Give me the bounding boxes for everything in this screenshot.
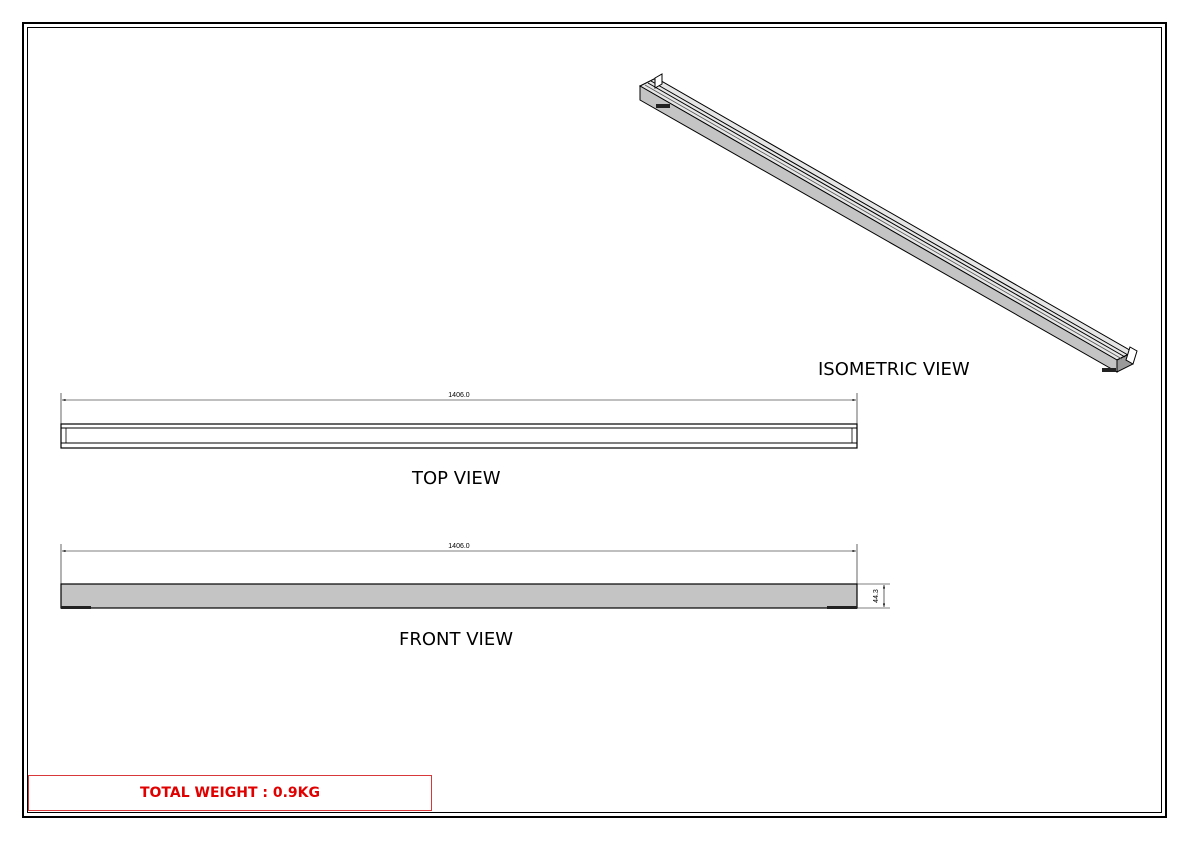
total-weight-box: TOTAL WEIGHT : 0.9KG [28,775,432,811]
front-view-part [60,544,890,609]
iso-top-face [638,77,1135,361]
front-length-dimension: 1406.0 [448,543,470,550]
front-body [60,583,858,609]
top-view-part [60,393,858,449]
iso-groove-line-2 [650,80,1129,356]
drawing-frame-inner [27,27,1162,813]
top-view-label: TOP VIEW [412,468,501,489]
front-view-label: FRONT VIEW [399,629,514,650]
iso-side-face [639,85,1118,373]
iso-groove-line-3 [644,84,1123,360]
front-foot-right [827,606,857,609]
iso-start-lip [654,73,663,89]
iso-foot-start [656,104,670,108]
isometric-part [638,73,1138,373]
iso-end-lip [1125,346,1138,365]
top-length-dimension: 1406.0 [448,392,470,399]
front-height-dimension: 44.3 [873,589,880,603]
isometric-view-label: ISOMETRIC VIEW [818,359,970,380]
drawing-frame-outer [22,22,1167,818]
iso-groove-line-1 [647,82,1126,358]
total-weight-text: TOTAL WEIGHT : 0.9KG [139,785,320,801]
front-foot-left [61,606,91,609]
iso-foot-end [1102,368,1116,372]
